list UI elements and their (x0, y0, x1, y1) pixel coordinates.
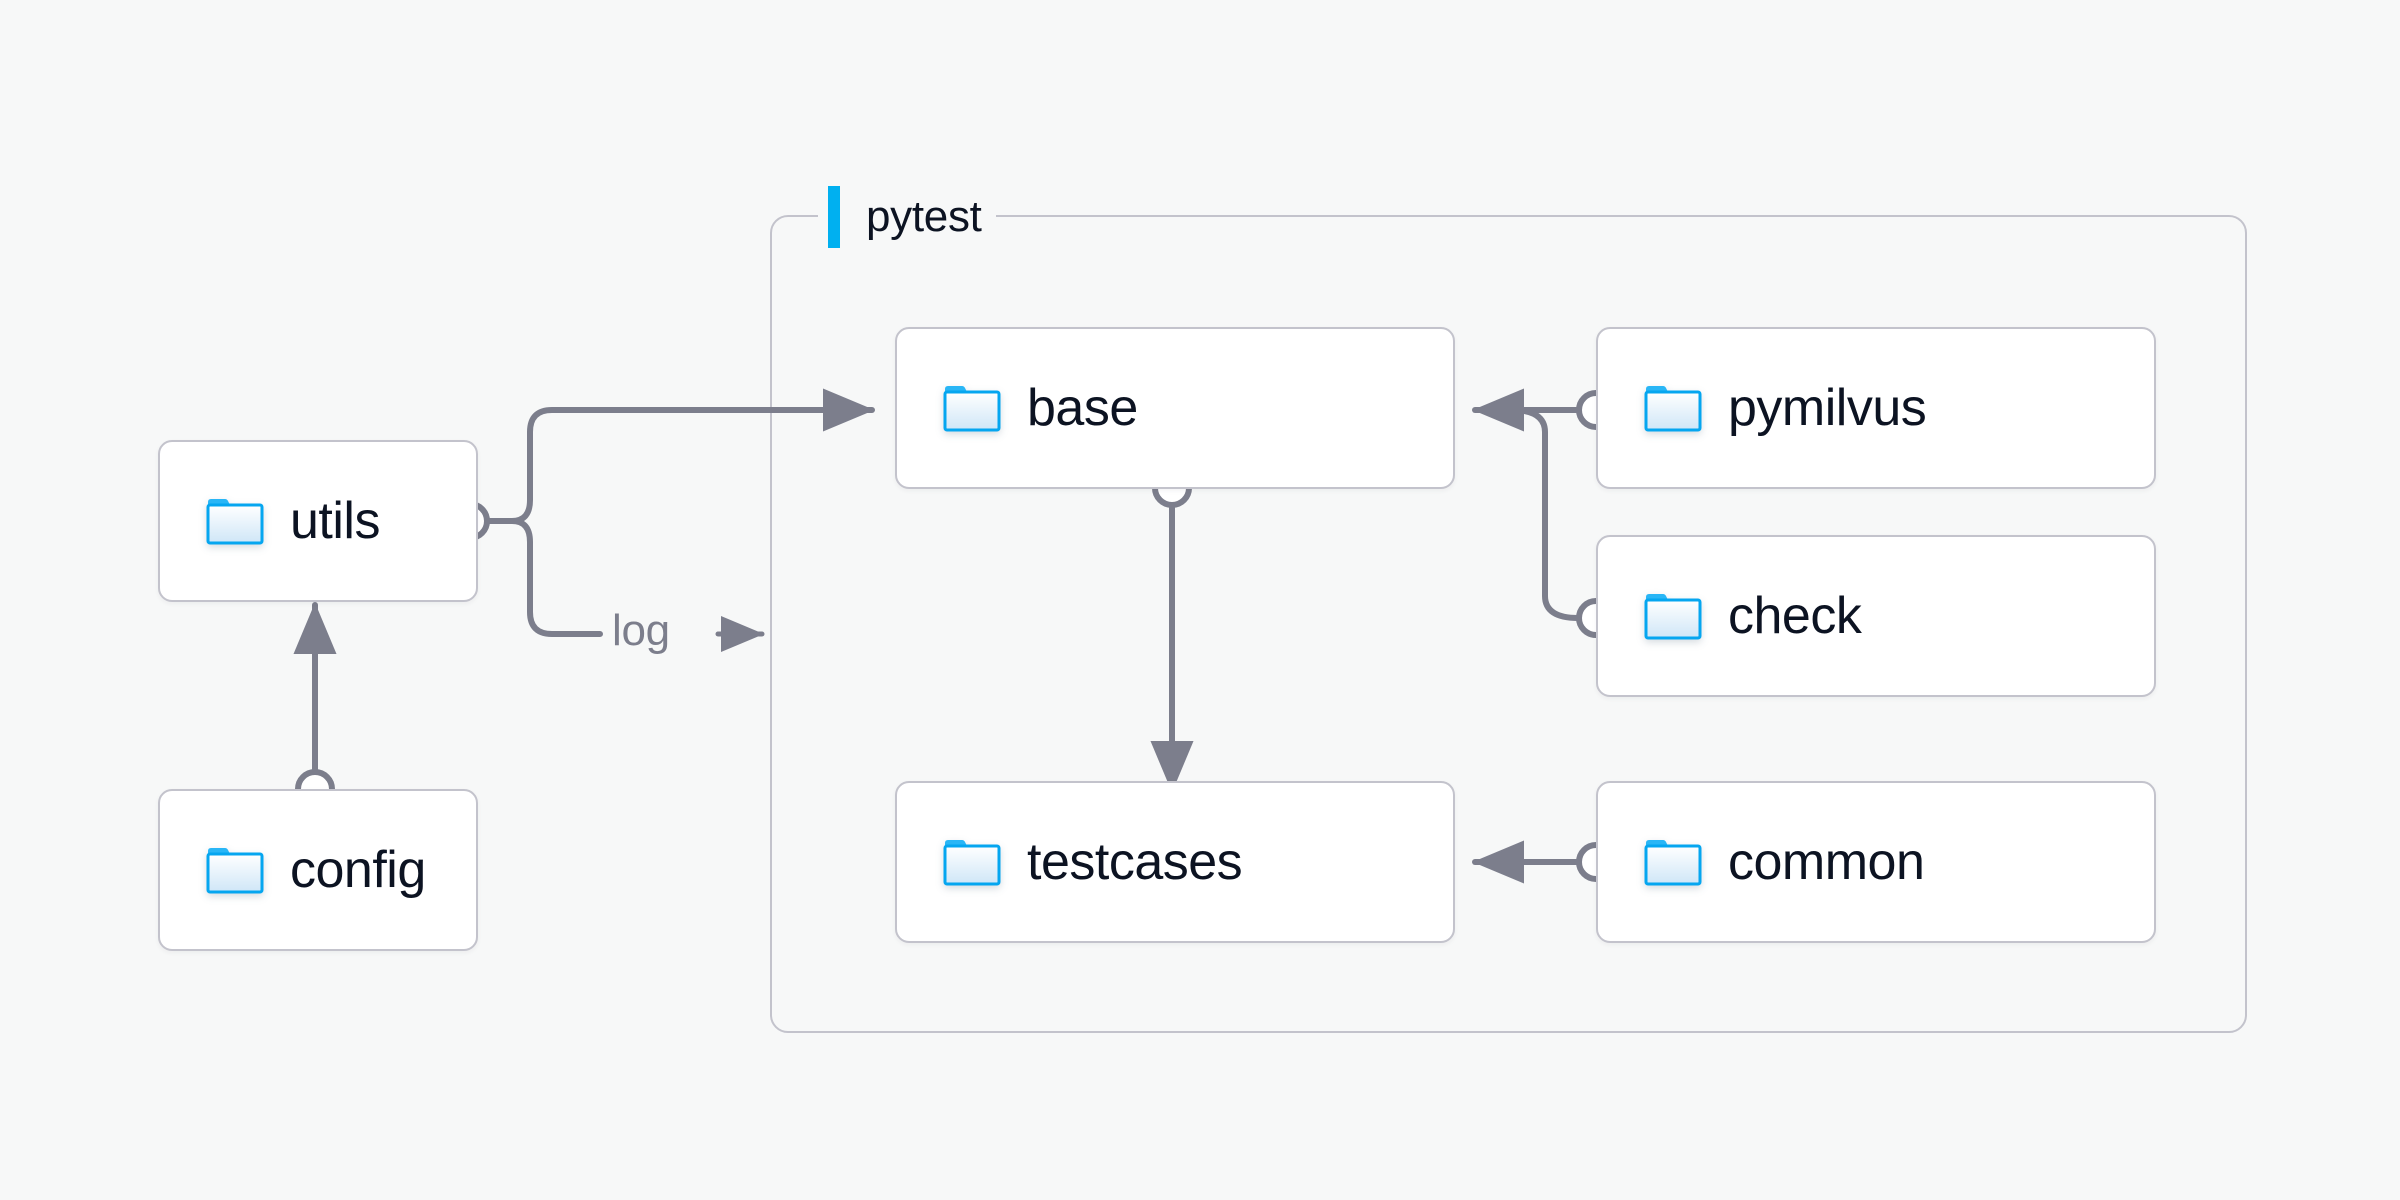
group-label-pytest: pytest (818, 185, 996, 249)
node-pymilvus[interactable]: pymilvus (1596, 327, 2156, 489)
node-base[interactable]: base (895, 327, 1455, 489)
node-label: utils (290, 492, 380, 550)
folder-icon (206, 497, 264, 545)
edge-label-log: log (604, 606, 678, 656)
edge-check-to-base (1509, 407, 1581, 621)
folder-icon (943, 838, 1001, 886)
node-label: common (1728, 833, 1925, 891)
group-accent-bar-icon (828, 186, 840, 248)
node-label: pymilvus (1728, 379, 1927, 437)
folder-icon (1644, 384, 1702, 432)
folder-icon (206, 846, 264, 894)
node-label: config (290, 841, 426, 899)
edge-utils-to-base (509, 388, 875, 524)
group-label-text: pytest (866, 192, 982, 241)
folder-icon (943, 384, 1001, 432)
node-label: check (1728, 587, 1862, 645)
node-utils[interactable]: utils (158, 440, 478, 602)
node-check[interactable]: check (1596, 535, 2156, 697)
edge-utils-to-log (509, 518, 603, 637)
node-common[interactable]: common (1596, 781, 2156, 943)
node-label: base (1027, 379, 1138, 437)
node-label: testcases (1027, 833, 1243, 891)
folder-icon (1644, 592, 1702, 640)
node-testcases[interactable]: testcases (895, 781, 1455, 943)
node-config[interactable]: config (158, 789, 478, 951)
folder-icon (1644, 838, 1702, 886)
group-frame-pytest (770, 215, 2247, 1033)
